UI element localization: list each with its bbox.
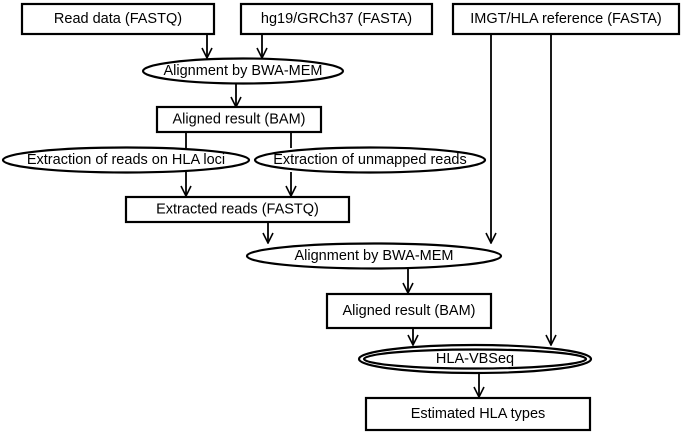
node-estimated-label: Estimated HLA types bbox=[411, 406, 546, 422]
node-hla-vbseq-label: HLA-VBSeq bbox=[436, 351, 514, 367]
node-align2: Alignment by BWA-MEM bbox=[245, 242, 503, 270]
node-imgt: IMGT/HLA reference (FASTA) bbox=[451, 2, 681, 36]
node-aligned2-label: Aligned result (BAM) bbox=[343, 303, 476, 319]
node-read-data-label: Read data (FASTQ) bbox=[54, 11, 182, 27]
node-extract-hla-label: Extraction of reads on HLA loci bbox=[27, 152, 225, 168]
node-extracted-label: Extracted reads (FASTQ) bbox=[156, 202, 319, 218]
node-hla-vbseq: HLA-VBSeq bbox=[357, 343, 593, 375]
node-align1-label: Alignment by BWA-MEM bbox=[164, 63, 323, 79]
node-extract-hla: Extraction of reads on HLA loci bbox=[1, 146, 251, 174]
edges bbox=[186, 33, 551, 397]
node-imgt-label: IMGT/HLA reference (FASTA) bbox=[470, 11, 662, 27]
node-extracted: Extracted reads (FASTQ) bbox=[124, 195, 351, 224]
node-hg19: hg19/GRCh37 (FASTA) bbox=[239, 2, 434, 36]
node-align1: Alignment by BWA-MEM bbox=[141, 57, 345, 85]
node-extract-unmapped: Extraction of unmapped reads bbox=[253, 146, 487, 174]
node-read-data: Read data (FASTQ) bbox=[20, 2, 216, 36]
node-hg19-label: hg19/GRCh37 (FASTA) bbox=[261, 11, 412, 27]
node-aligned1: Aligned result (BAM) bbox=[155, 105, 323, 134]
node-aligned2: Aligned result (BAM) bbox=[325, 292, 493, 330]
node-extract-unmapped-label: Extraction of unmapped reads bbox=[273, 152, 466, 168]
node-aligned1-label: Aligned result (BAM) bbox=[173, 112, 306, 128]
node-align2-label: Alignment by BWA-MEM bbox=[295, 248, 454, 264]
node-estimated: Estimated HLA types bbox=[364, 396, 592, 432]
